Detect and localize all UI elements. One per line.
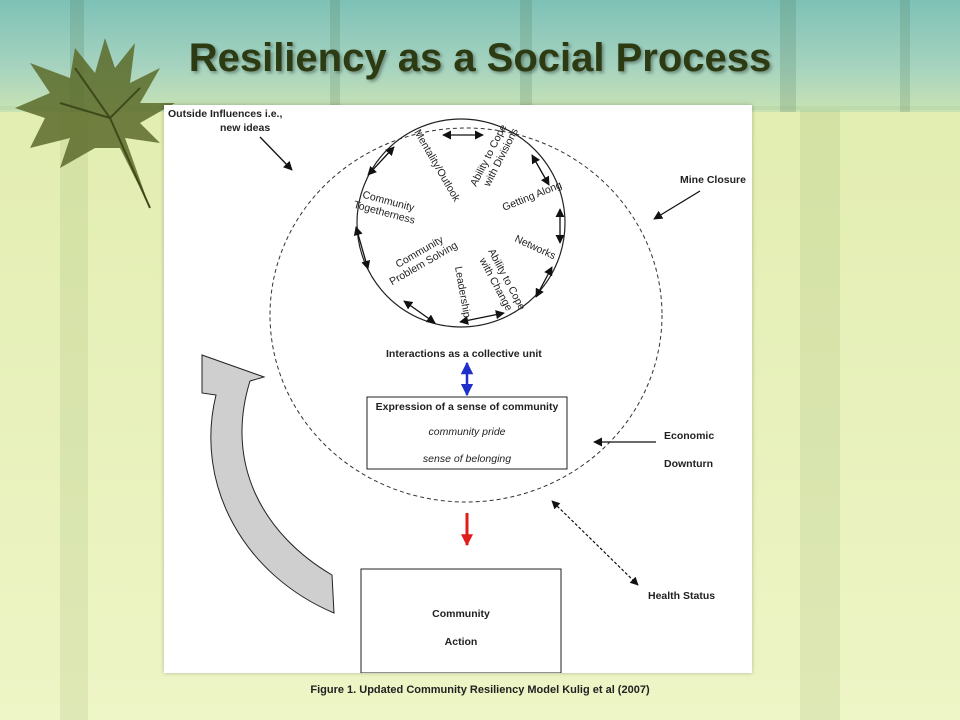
mine-closure-arrow — [653, 190, 701, 220]
segment-mentality: Mentality/Outlook — [411, 128, 462, 205]
interactions-label: Interactions as a collective unit — [386, 348, 542, 360]
health-status-arrow — [551, 500, 639, 586]
downturn-label: Downturn — [664, 458, 713, 470]
wheel-arrow — [367, 146, 395, 176]
sense-box-pride: community pride — [428, 426, 505, 438]
wheel-arrow — [459, 310, 505, 325]
segment-getting-along: Getting Along — [501, 179, 564, 214]
wheel-arrow — [403, 300, 436, 324]
economic-label: Economic — [664, 430, 714, 442]
community-boundary-circle — [269, 127, 663, 503]
segment-leadership: Leadership — [452, 265, 473, 318]
outside-influences-arrow — [259, 136, 293, 171]
sense-of-community-box — [366, 396, 568, 470]
outside-influences-label: Outside Influences i.e., — [168, 108, 282, 120]
health-status-label: Health Status — [648, 590, 715, 602]
wheel-arrow — [535, 266, 553, 298]
segment-networks: Networks — [513, 233, 558, 262]
wheel-arrow — [531, 154, 550, 186]
oak-leaf-icon — [15, 38, 175, 209]
wheel-arrow — [353, 226, 371, 270]
sense-box-heading: Expression of a sense of community — [376, 401, 559, 413]
mine-closure-label: Mine Closure — [680, 174, 746, 186]
resiliency-diagram: Mentality/Outlook Ability to Cope with D… — [164, 105, 752, 673]
action-box-line2: Action — [445, 636, 478, 648]
segment-cope-divisions: Ability to Cope with Divisions — [468, 122, 521, 189]
outside-influences-label-2: new ideas — [220, 122, 270, 134]
segment-togetherness: Community Togetherness — [352, 189, 416, 227]
resiliency-wheel — [356, 118, 566, 328]
community-action-box — [360, 568, 562, 673]
action-box-line1: Community — [432, 608, 490, 620]
figure-caption: Figure 1. Updated Community Resiliency M… — [310, 684, 650, 696]
segment-cope-change: Ability to Cope with Change — [476, 247, 528, 313]
sense-box-belonging: sense of belonging — [423, 453, 511, 465]
slide-title: Resiliency as a Social Process — [188, 36, 772, 80]
segment-problem-solving: Community Problem Solving — [388, 233, 460, 288]
feedback-curved-arrow — [201, 354, 335, 614]
